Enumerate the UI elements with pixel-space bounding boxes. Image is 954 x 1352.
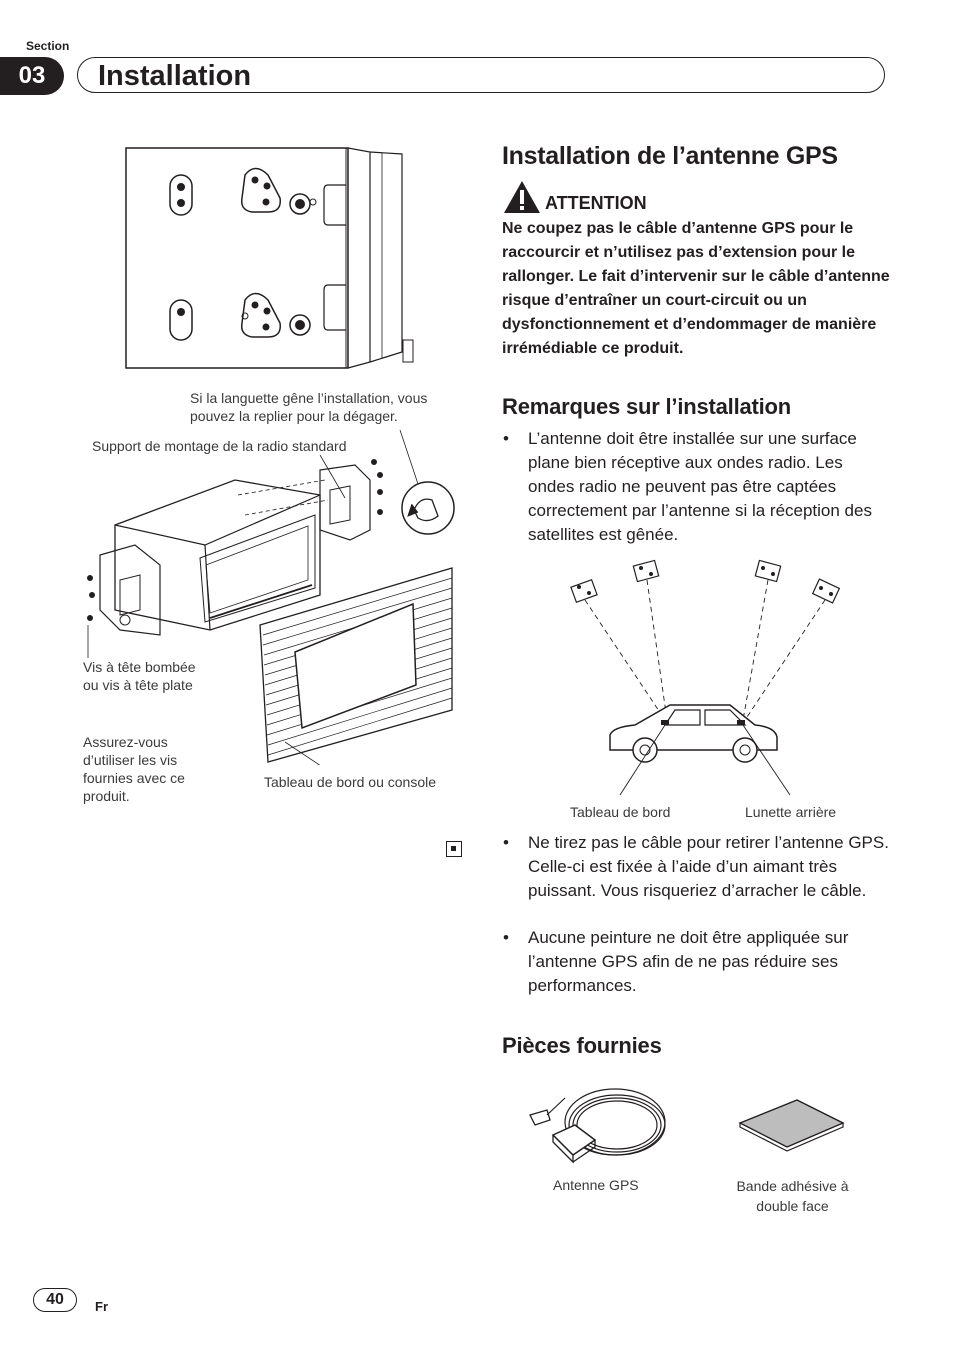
bullet-text: Ne tirez pas le câble pour retirer l’ant… [528, 833, 889, 900]
language-code: Fr [95, 1299, 108, 1314]
caption-adhesive-tape: Bande adhésive à double face [736, 1178, 849, 1214]
section-title-bar [77, 57, 885, 93]
caution-text: Ne coupez pas le câble d’antenne GPS pou… [502, 220, 890, 357]
caption-tab: Si la languette gêne l’installation, vou… [190, 390, 428, 424]
bullet-symbol: • [503, 833, 509, 852]
remarks-heading: Remarques sur l’installation [502, 394, 792, 419]
satellite-icon [570, 559, 841, 604]
caption-dashboard: Tableau de bord [570, 804, 671, 820]
bullet-symbol: • [503, 928, 509, 947]
bullet-text: L’antenne doit être installée sur une su… [528, 429, 872, 544]
caption-bracket: Support de montage de la radio standard [92, 438, 347, 454]
page-number: 40 [33, 1288, 77, 1312]
mounting-illustration [87, 429, 455, 765]
caption-gps-antenna: Antenne GPS [553, 1177, 639, 1193]
gps-antenna-illustration [529, 1088, 666, 1164]
gps-reception-illustration [570, 559, 841, 796]
caption-rear-window: Lunette arrière [745, 804, 837, 820]
caption-supplied-screws: Assurez-vous d’utiliser les vis fournies… [83, 734, 185, 804]
page-title: Installation de l’antenne GPS [502, 142, 838, 170]
bullet-text: Aucune peinture ne doit être appliquée s… [528, 928, 849, 995]
section-number-badge: 03 [0, 57, 64, 95]
end-of-section-mark [446, 841, 462, 857]
parts-heading: Pièces fournies [502, 1033, 662, 1058]
caption-dashboard-console: Tableau de bord ou console [264, 774, 437, 790]
caption-screws: Vis à tête bombée ou vis à tête plate [83, 659, 196, 693]
warning-triangle-icon [504, 181, 540, 213]
chassis-side-view-illustration [125, 147, 414, 369]
adhesive-tape-illustration [738, 1099, 845, 1152]
section-label: Section [26, 39, 70, 53]
caution-heading: ATTENTION [545, 193, 647, 213]
bullet-symbol: • [503, 429, 509, 448]
section-title: Installation [98, 60, 252, 92]
